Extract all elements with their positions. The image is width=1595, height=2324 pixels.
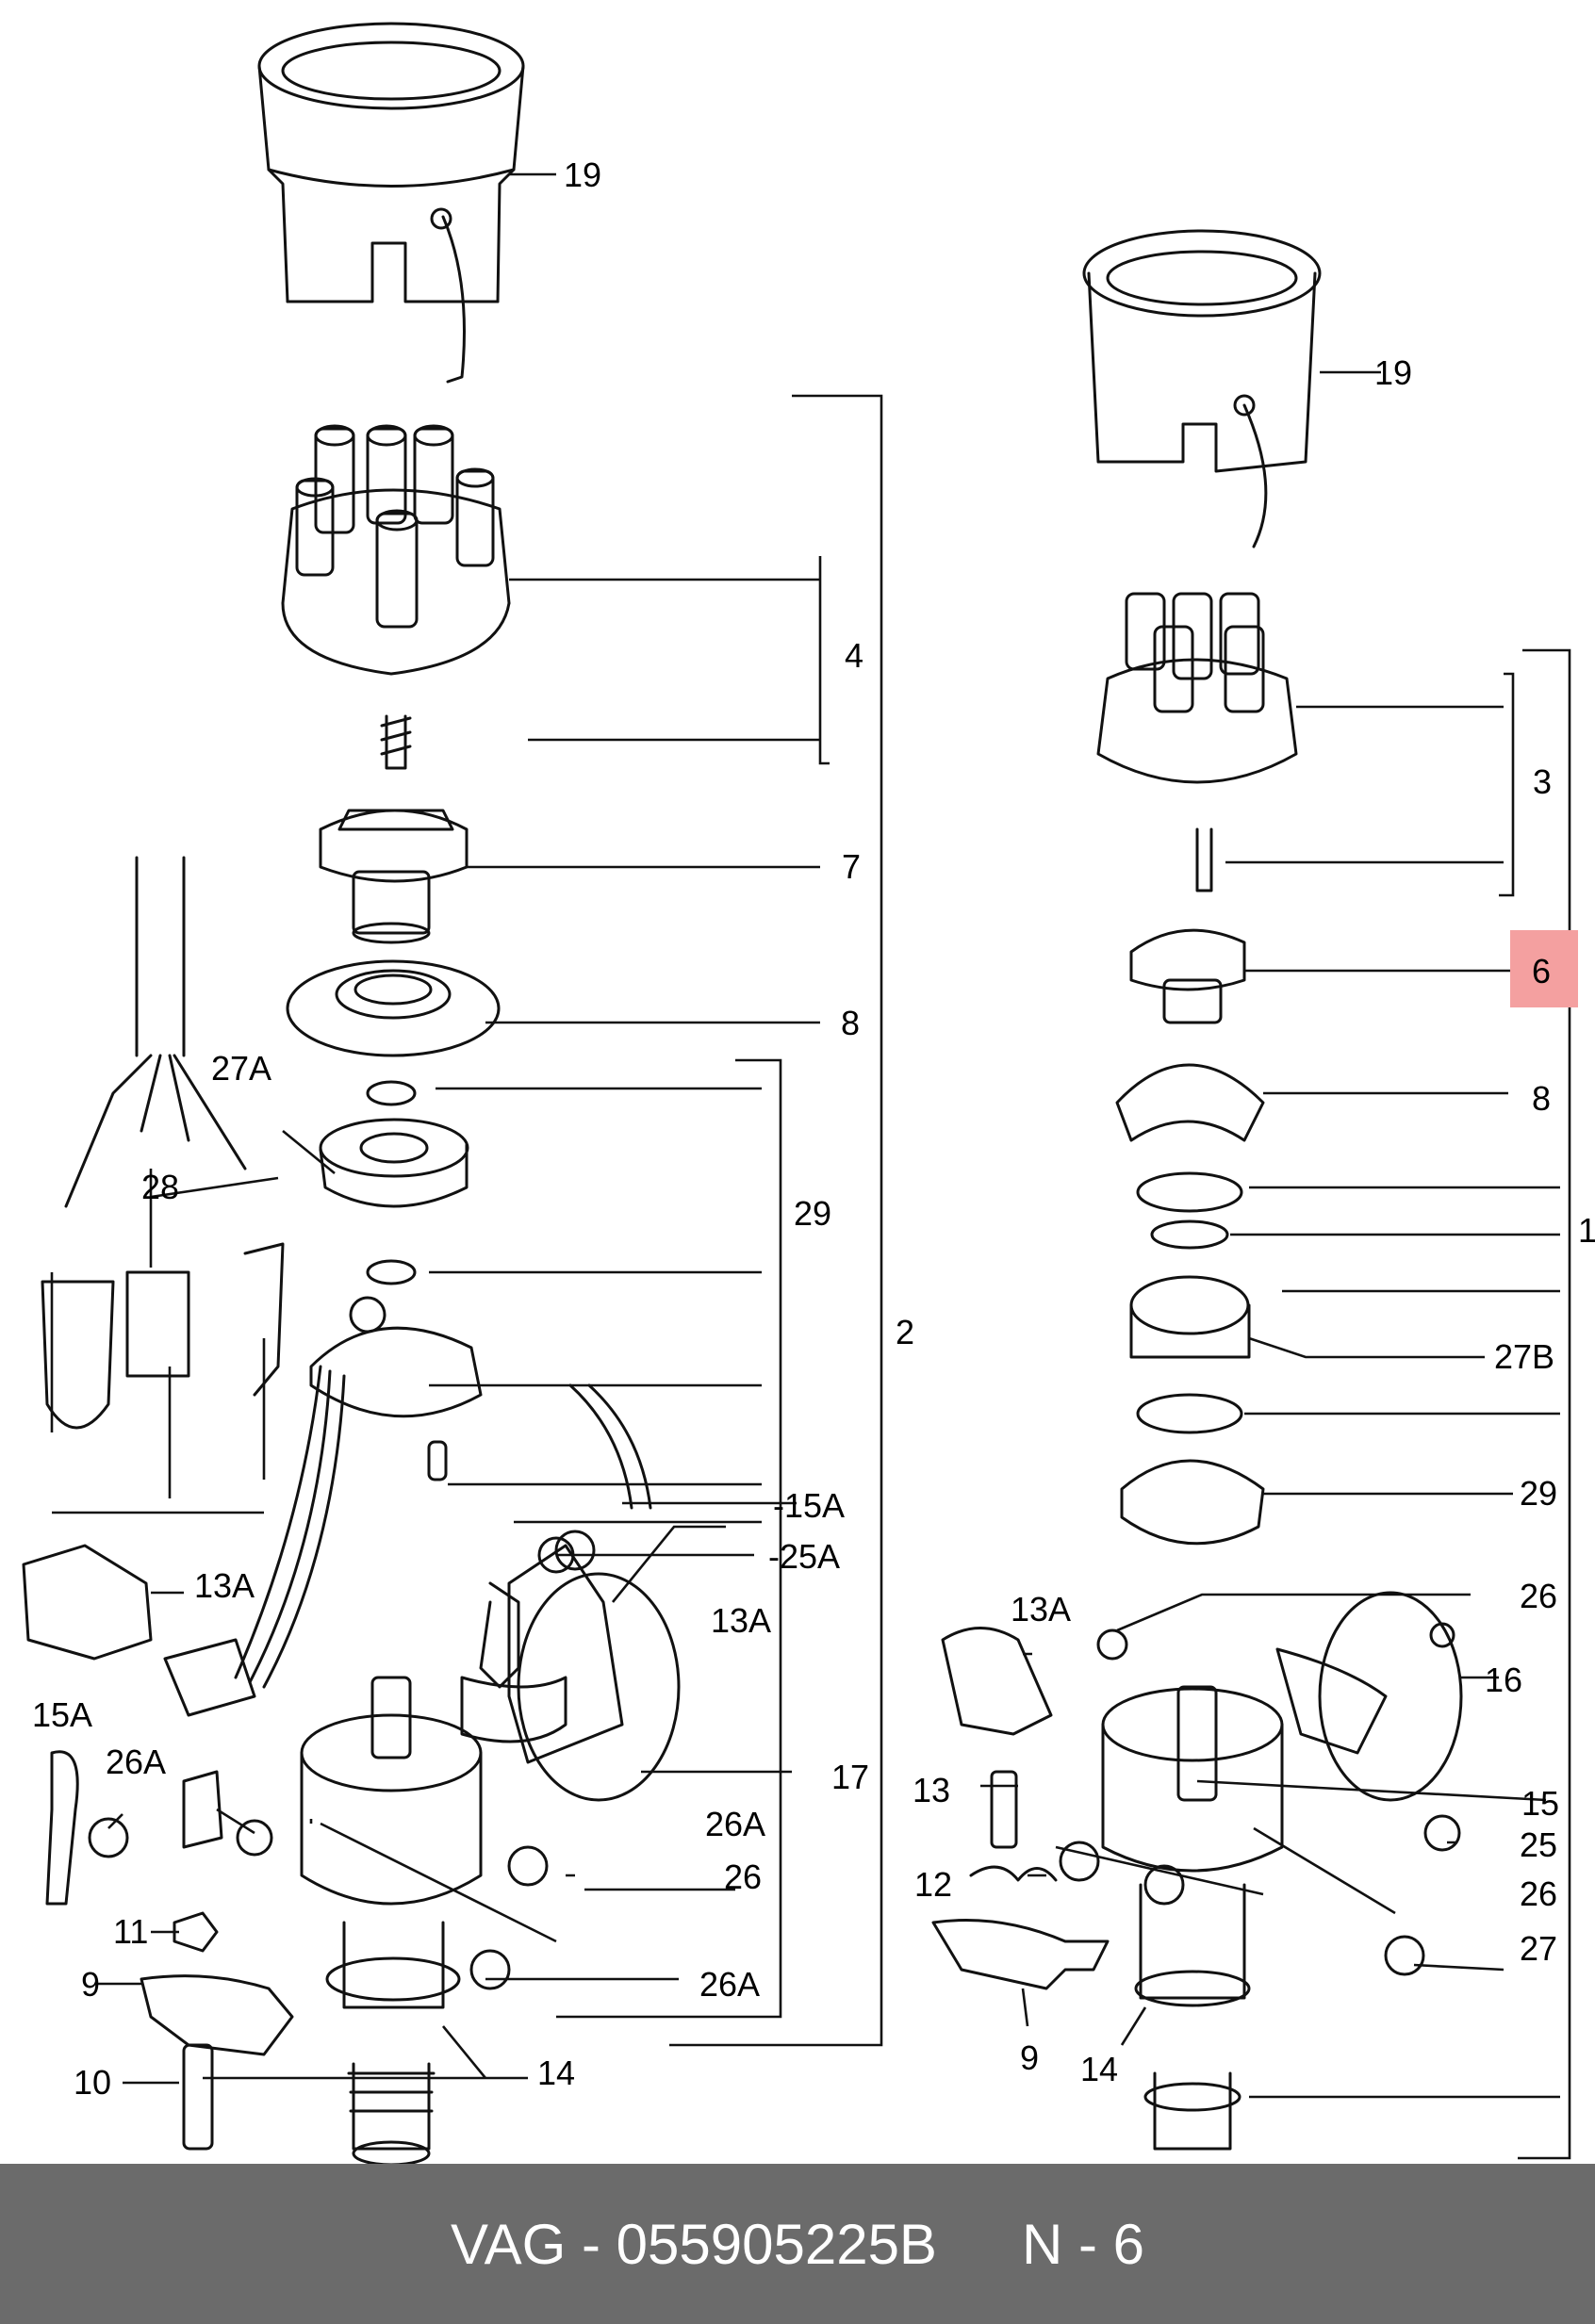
right-internal-parts	[1115, 1063, 1265, 1546]
callout-15A-left: 15A	[32, 1695, 92, 1734]
left-leaders	[50, 172, 883, 2085]
right-small-parts	[931, 1627, 1461, 1990]
callout-26-right-top: 26	[1520, 1577, 1557, 1615]
left-callouts: 19 4 7 8 27A 28 29 2 -15A -25A 13A 13A 1…	[32, 155, 914, 2102]
left-cap-boot	[257, 22, 525, 384]
right-vacuum-unit	[1275, 1591, 1463, 1802]
callout-13A-body: 13A	[711, 1601, 771, 1640]
callout-14-left: 14	[537, 2054, 575, 2092]
callout-6: 6	[1532, 952, 1551, 990]
footer-page-ref: N - 6	[1021, 2212, 1144, 2276]
callout-25A: -25A	[768, 1537, 840, 1576]
left-rotor	[319, 809, 469, 944]
callout-15: 15	[1521, 1784, 1559, 1823]
callout-1: 1	[1578, 1211, 1595, 1250]
callout-14-right: 14	[1080, 2050, 1118, 2088]
left-harness	[22, 856, 346, 1717]
callout-11: 11	[113, 1912, 148, 1951]
callout-12: 12	[914, 1865, 952, 1904]
callout-10: 10	[74, 2063, 111, 2102]
footer-brand: VAG	[451, 2212, 567, 2276]
left-housing	[300, 1676, 483, 2164]
left-breaker-plate	[309, 1080, 483, 1481]
right-rotor	[1129, 928, 1246, 1024]
callout-26A-right: 26A	[705, 1805, 765, 1843]
exploded-parts-diagram: 19 4 7 8 27A 28 29 2 -15A -25A 13A 13A 1…	[22, 22, 1595, 2164]
left-dust-shield	[286, 959, 501, 1057]
right-housing	[1101, 1685, 1284, 2151]
left-distributor-cap	[281, 424, 511, 770]
callout-4: 4	[845, 636, 863, 675]
callout-26-left: 26	[724, 1858, 762, 1896]
right-distributor-cap	[1096, 592, 1298, 892]
part-number-footer: VAG - 055905225B N - 6	[0, 2164, 1595, 2324]
callout-13A-harness: 13A	[194, 1566, 255, 1605]
callout-27: 27	[1520, 1929, 1557, 1968]
callout-25: 25	[1520, 1825, 1557, 1864]
callout-8-left: 8	[841, 1004, 860, 1042]
callout-26A-upper-left: 26A	[106, 1743, 166, 1781]
callout-16: 16	[1485, 1661, 1522, 1699]
callout-29-right: 29	[1520, 1474, 1557, 1513]
callout-26A-lower: 26A	[699, 1965, 760, 2004]
callout-19-left: 19	[564, 155, 601, 194]
right-callouts: 19 3 6 8 1 27B 29 26 13A 16 13 15 25 12 …	[913, 353, 1595, 2088]
right-cap-boot	[1082, 229, 1322, 548]
callout-9-left: 9	[81, 1965, 100, 2004]
callout-3: 3	[1533, 762, 1552, 801]
callout-2: 2	[896, 1313, 914, 1351]
callout-7-left: 7	[842, 847, 861, 886]
callout-27B: 27B	[1494, 1337, 1554, 1376]
callout-27A: 27A	[211, 1049, 271, 1088]
callout-26-right-bottom: 26	[1520, 1874, 1557, 1913]
callout-29-left: 29	[794, 1194, 831, 1233]
callout-15A-right-of-housing: -15A	[773, 1486, 845, 1525]
callout-13A-right: 13A	[1011, 1590, 1071, 1628]
left-vacuum-unit	[460, 1383, 681, 1802]
callout-9-right: 9	[1020, 2038, 1039, 2077]
callout-8-right: 8	[1532, 1079, 1551, 1118]
callout-17: 17	[831, 1758, 869, 1796]
callout-28: 28	[141, 1168, 179, 1206]
callout-19-right: 19	[1374, 353, 1412, 392]
callout-13: 13	[913, 1771, 950, 1809]
footer-dash: -	[581, 2212, 600, 2276]
highlight-box-6	[1510, 930, 1578, 1007]
left-small-parts	[45, 1536, 575, 2151]
footer-part-number: 055905225B	[616, 2212, 937, 2276]
right-leaders	[980, 370, 1571, 2160]
